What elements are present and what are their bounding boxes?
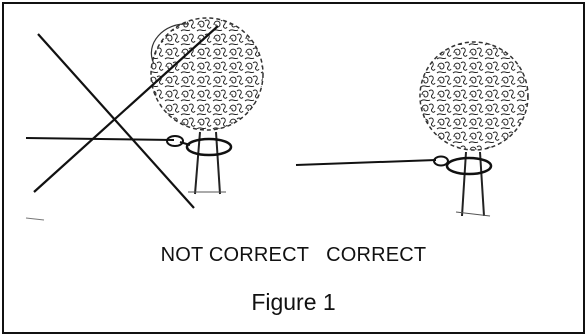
guy-wire-icon: [295, 155, 493, 176]
tree-staking-illustration: [25, 17, 529, 221]
correct-label: CORRECT: [326, 244, 427, 266]
tree-illustration-icon: [150, 17, 264, 195]
x-mark-icon: [33, 25, 219, 209]
figure-caption: Figure 1: [251, 289, 336, 315]
not-correct-example: [25, 17, 264, 221]
not-correct-label: NOT CORRECT: [160, 244, 309, 266]
correct-example: [295, 41, 529, 217]
guy-wire-icon: [25, 135, 233, 157]
tree-illustration-icon: [419, 41, 529, 217]
example-labels: NOT CORRECT CORRECT: [4, 244, 583, 267]
